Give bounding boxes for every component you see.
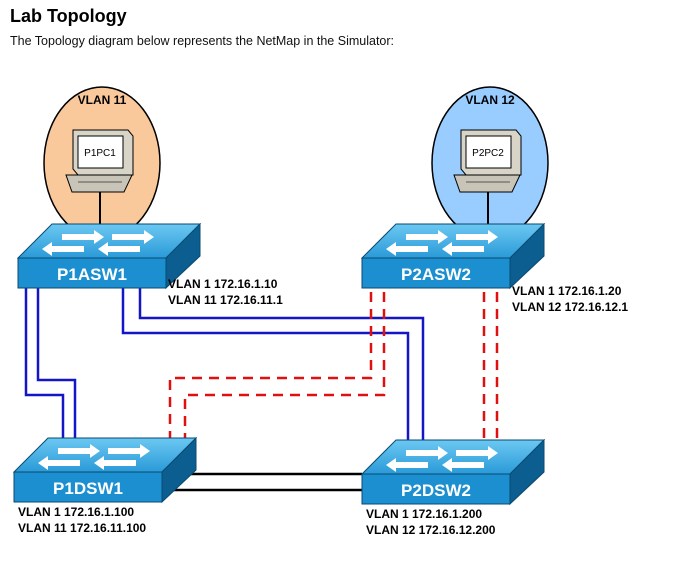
page-title: Lab Topology (10, 6, 127, 26)
p2pc2-label: P2PC2 (472, 148, 504, 159)
vlan11-label: VLAN 11 (78, 93, 127, 107)
switch-icon[interactable]: P1DSW1 (12, 436, 198, 504)
ip-label: VLAN 1 172.16.1.100 (18, 505, 134, 519)
switch-label: P1ASW1 (57, 265, 127, 284)
page-subtitle: The Topology diagram below represents th… (10, 34, 395, 48)
switch-label: P2ASW2 (401, 265, 471, 284)
trunk-blue-link (24, 285, 65, 440)
switch-icon[interactable]: P1ASW1 (16, 222, 202, 290)
trunk-red-dashed-link (168, 292, 373, 445)
switch-label: P1DSW1 (53, 479, 123, 498)
trunk-red-dashed-link (183, 292, 386, 445)
ip-label: VLAN 1 172.16.1.10 (168, 277, 278, 291)
switch-icon[interactable]: P2ASW2 (360, 222, 546, 290)
pc-icon: P1PC1 (65, 129, 134, 193)
pc-icon: P2PC2 (453, 129, 522, 193)
ip-label: VLAN 11 172.16.11.1 (168, 293, 283, 307)
ip-label: VLAN 12 172.16.12.1 (512, 300, 628, 314)
trunk-blue-link (138, 285, 425, 445)
ip-label: VLAN 1 172.16.1.200 (366, 507, 482, 521)
ip-label: VLAN 11 172.16.11.100 (18, 521, 146, 535)
ip-label: VLAN 1 172.16.1.20 (512, 284, 622, 298)
trunk-blue-link (121, 285, 410, 445)
ip-label: VLAN 12 172.16.12.200 (366, 523, 496, 537)
switch-label: P2DSW2 (401, 481, 471, 500)
vlan12-label: VLAN 12 (465, 93, 515, 107)
switch-icon[interactable]: P2DSW2 (360, 438, 546, 506)
trunk-blue-link (36, 285, 77, 440)
p1pc1-label: P1PC1 (84, 148, 116, 159)
